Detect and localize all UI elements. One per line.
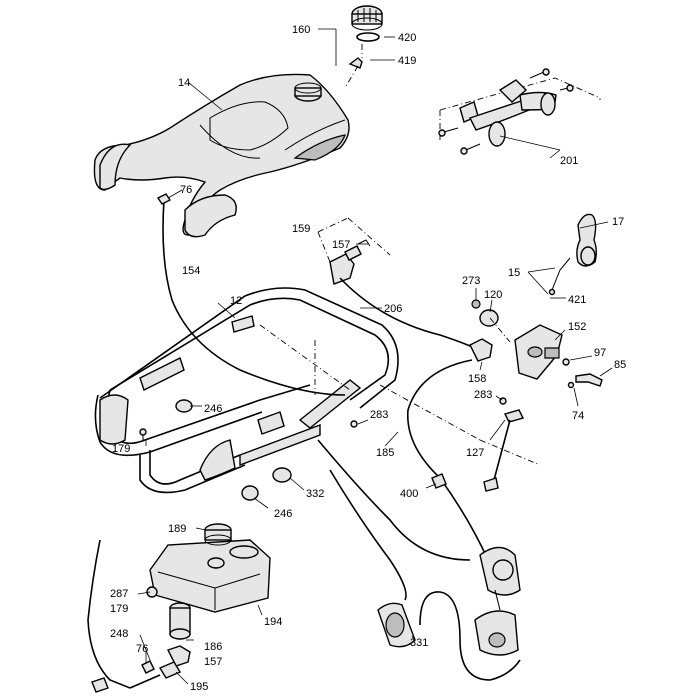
- callout-85: 85: [614, 359, 626, 371]
- callout-206: 206: [384, 303, 402, 315]
- callout-labels: 160 420 419 14 201 76 159 157 17 15 421 …: [110, 24, 626, 693]
- callout-127: 127: [466, 447, 484, 459]
- callout-160: 160: [292, 24, 310, 36]
- callout-159: 159: [292, 223, 310, 235]
- callout-283-center: 283: [370, 409, 388, 421]
- fuel-tank: [146, 523, 271, 613]
- callout-179-lower: 179: [110, 603, 128, 615]
- callout-246-upper: 246: [204, 403, 222, 415]
- fuel-cap-assembly: [345, 5, 383, 87]
- callout-201: 201: [560, 155, 578, 167]
- callout-194: 194: [264, 616, 282, 628]
- fuel-filter: [167, 602, 191, 667]
- callout-273: 273: [462, 275, 480, 287]
- callout-179-left: 179: [112, 443, 130, 455]
- callout-157-top: 157: [332, 239, 350, 251]
- callout-248: 248: [110, 628, 128, 640]
- leader-lines: [137, 28, 613, 685]
- callout-17: 17: [612, 216, 624, 228]
- mount-bracket-assembly: [438, 68, 601, 159]
- callout-287: 287: [110, 588, 128, 600]
- clamps: [175, 399, 292, 501]
- cable-331: [329, 469, 521, 681]
- cable-185: [407, 359, 489, 561]
- main-frame: [94, 287, 541, 494]
- throttle-lever-assembly: [548, 213, 597, 296]
- callout-332: 332: [306, 488, 324, 500]
- carburetor-assembly: [474, 546, 521, 656]
- callout-419: 419: [398, 55, 416, 67]
- callout-421: 421: [568, 294, 586, 306]
- callout-14: 14: [178, 77, 190, 89]
- callout-154: 154: [182, 265, 200, 277]
- callout-158: 158: [468, 373, 486, 385]
- fuel-line-206: [339, 277, 493, 362]
- callout-400: 400: [400, 488, 418, 500]
- callout-157-lower: 157: [204, 656, 222, 668]
- callout-12: 12: [230, 295, 242, 307]
- fuel-line-248: [87, 539, 182, 693]
- callout-246-lower: 246: [274, 508, 292, 520]
- callout-189: 189: [168, 523, 186, 535]
- callout-76-lower: 76: [136, 643, 148, 655]
- callout-120: 120: [484, 289, 502, 301]
- control-housing: [471, 299, 603, 389]
- callout-186: 186: [204, 641, 222, 653]
- callout-283-right: 283: [474, 389, 492, 401]
- callout-185: 185: [376, 447, 394, 459]
- callout-331: 331: [410, 637, 428, 649]
- callout-76-top: 76: [180, 184, 192, 196]
- callout-152: 152: [568, 321, 586, 333]
- air-filter-housing: [377, 602, 416, 648]
- callout-195: 195: [190, 681, 208, 693]
- linkage-rod: [483, 409, 525, 492]
- callout-420: 420: [398, 32, 416, 44]
- callout-15: 15: [508, 267, 520, 279]
- callout-74: 74: [572, 410, 584, 422]
- fuel-line-154: [156, 193, 346, 396]
- top-cover-body: [93, 73, 350, 238]
- fuel-fitting-assembly: [317, 217, 391, 285]
- callout-97: 97: [594, 347, 606, 359]
